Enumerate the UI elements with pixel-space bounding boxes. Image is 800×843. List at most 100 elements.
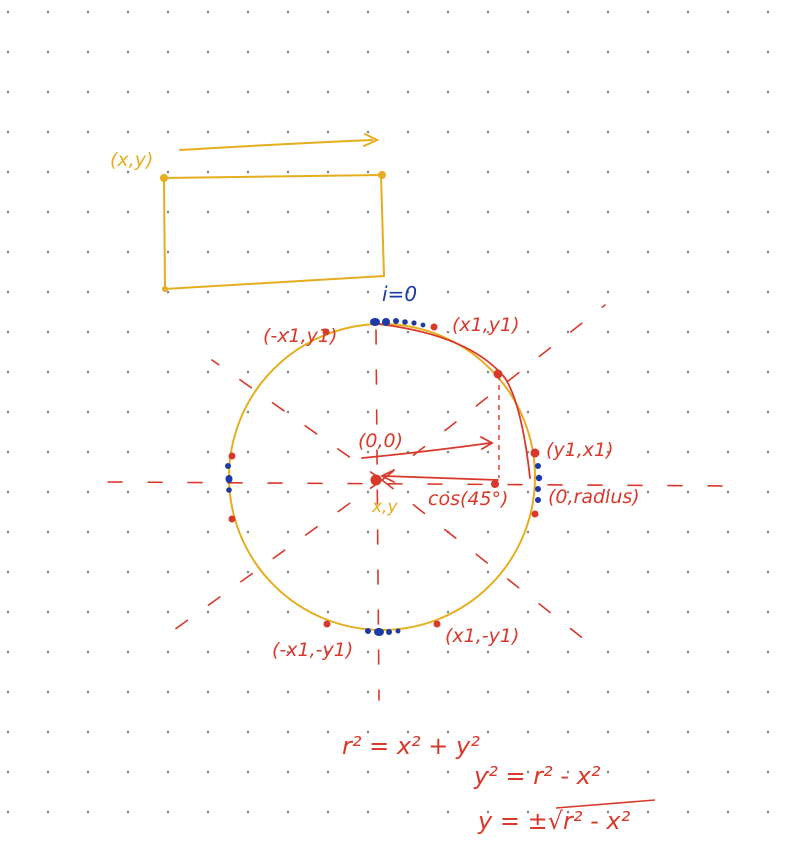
grid-dot (206, 210, 210, 214)
grid-dot (526, 530, 530, 534)
grid-dot (286, 450, 290, 454)
grid-dot (446, 210, 450, 214)
grid-dot (326, 50, 330, 54)
grid-dot (686, 170, 690, 174)
grid-dot (446, 90, 450, 94)
grid-dot (486, 610, 490, 614)
grid-dot (766, 770, 770, 774)
grid-dot (206, 770, 210, 774)
grid-dot (366, 690, 370, 694)
grid-dot (6, 330, 10, 334)
point-marker (228, 452, 236, 460)
grid-dot (6, 730, 10, 734)
point-marker (382, 318, 390, 326)
grid-dot (566, 730, 570, 734)
grid-dot (646, 50, 650, 54)
grid-dot (286, 650, 290, 654)
grid-dot (686, 330, 690, 334)
grid-dot (166, 290, 170, 294)
grid-dot (6, 370, 10, 374)
grid-dot (326, 570, 330, 574)
grid-dot (406, 650, 410, 654)
point-marker (535, 486, 541, 492)
grid-dot (486, 490, 490, 494)
grid-dot (6, 250, 10, 254)
grid-dot (766, 570, 770, 574)
grid-dot (566, 90, 570, 94)
rectangle-sketch (162, 133, 386, 291)
grid-dot (606, 210, 610, 214)
grid-dot (286, 570, 290, 574)
grid-dot (46, 10, 50, 14)
grid-dot (606, 330, 610, 334)
grid-dot (606, 250, 610, 254)
grid-dot (406, 50, 410, 54)
diagonal-se-axis (381, 479, 586, 641)
grid-dot (246, 610, 250, 614)
grid-dot (126, 170, 130, 174)
grid-dot (46, 650, 50, 654)
grid-dot (446, 250, 450, 254)
grid-dot (246, 410, 250, 414)
grid-dot (326, 410, 330, 414)
grid-dot (446, 650, 450, 654)
grid-dot (686, 250, 690, 254)
grid-dot (126, 570, 130, 574)
bottom-left-point-label: (-x1,-y1) (272, 639, 353, 661)
grid-dot (46, 170, 50, 174)
rectangle-corners (160, 171, 386, 292)
right-upper-point-label: (y1,x1) (546, 439, 614, 461)
grid-dot (526, 50, 530, 54)
grid-dot (646, 130, 650, 134)
grid-dot (166, 50, 170, 54)
origin-arrow (361, 442, 491, 459)
grid-dot (6, 690, 10, 694)
grid-dot (726, 650, 730, 654)
corner-dot (162, 286, 168, 292)
grid-dot (526, 570, 530, 574)
point-marker (535, 474, 543, 482)
top-left-point-label: (-x1,y1) (263, 325, 337, 347)
grid-dot (126, 450, 130, 454)
grid-dot (446, 370, 450, 374)
grid-dot (86, 130, 90, 134)
grid-dot (366, 810, 370, 814)
grid-dot (46, 690, 50, 694)
grid-dot (726, 610, 730, 614)
grid-dot (646, 690, 650, 694)
grid-dot (406, 330, 410, 334)
point-marker (491, 480, 499, 488)
grid-dot (406, 810, 410, 814)
grid-dot (86, 410, 90, 414)
grid-dot (446, 610, 450, 614)
grid-dot (486, 90, 490, 94)
corner-dot (378, 171, 386, 179)
grid-dot (566, 650, 570, 654)
grid-dot (606, 50, 610, 54)
grid-dot (166, 130, 170, 134)
bottom-right-point-label: (x1,-y1) (445, 625, 519, 647)
grid-dot (166, 610, 170, 614)
grid-dot (286, 490, 290, 494)
grid-dot (286, 730, 290, 734)
grid-dot (406, 370, 410, 374)
grid-dot (726, 770, 730, 774)
rectangle-outline (162, 173, 386, 291)
grid-dot (86, 650, 90, 654)
grid-dot (286, 330, 290, 334)
grid-dot (206, 650, 210, 654)
grid-dot (166, 410, 170, 414)
grid-dot (526, 770, 530, 774)
grid-dot (766, 50, 770, 54)
grid-dot (486, 210, 490, 214)
grid-dot (86, 370, 90, 374)
grid-dot (206, 130, 210, 134)
grid-dot (686, 10, 690, 14)
grid-dot (326, 450, 330, 454)
grid-dot (126, 690, 130, 694)
grid-dot (326, 610, 330, 614)
grid-dot (126, 810, 130, 814)
grid-dot (646, 730, 650, 734)
grid-dot (6, 90, 10, 94)
grid-dot (326, 170, 330, 174)
